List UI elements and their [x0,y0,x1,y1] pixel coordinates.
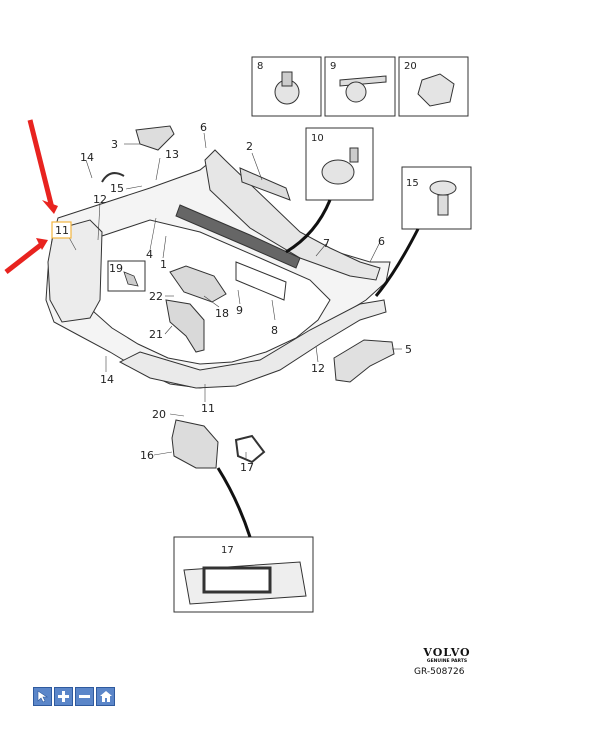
inset-box-10 [305,127,374,201]
upper-cross-member [175,149,381,281]
callout-12-right: 12 [311,362,325,375]
zoom-out-button[interactable] [75,687,94,706]
inset-label-20: 20 [404,61,417,72]
inset-label-9: 9 [330,61,336,72]
inset-label-8: 8 [257,61,263,72]
callout-17: 17 [240,461,254,474]
center-trim-pieces [165,261,287,353]
inset-box-17 [173,536,314,613]
reference-code: GR-508726 [414,667,465,677]
callout-numbers: 3 6 2 14 13 15 12 4 1 19 22 9 18 21 8 7 … [80,121,412,474]
brand-block: VOLVO GENUINE PARTS [416,647,478,665]
callout-11-highlighted: 11 [55,224,69,237]
part-19-box [107,260,146,292]
part-5-bracket [333,339,395,383]
callout-15: 15 [110,182,124,195]
callout-5: 5 [405,343,412,356]
inset-box-numbers: 8 9 20 10 15 17 [221,61,419,556]
callout-11-bottom: 11 [201,402,215,415]
callout-6-right: 6 [378,235,385,248]
volvo-logo: VOLVO [423,646,471,659]
part-17-gasket [234,434,266,464]
diagram-toolbar [33,687,115,706]
part-3 [135,125,175,151]
callout-3: 3 [111,138,118,151]
left-side-panel [47,219,103,323]
red-pointer-arrows [4,119,58,274]
callout-6-top: 6 [200,121,207,134]
callout-12-left: 12 [93,193,107,206]
inset-box-20 [398,56,469,117]
inset-box-8 [251,56,322,117]
callout-18: 18 [215,307,229,320]
inset-label-10: 10 [311,133,324,144]
callout-20: 20 [152,408,166,421]
inset-leader-lines [216,199,420,538]
genuine-parts-label: GENUINE PARTS [426,659,468,664]
pointer-button[interactable] [33,687,52,706]
callout-14-top: 14 [80,151,94,164]
pointer-icon [37,690,48,703]
callout-21: 21 [149,328,163,341]
home-icon [99,691,112,702]
callout-4: 4 [146,248,153,261]
part-14-seal [101,172,125,183]
part-16-housing [171,419,219,469]
callout-7: 7 [323,237,330,250]
zoom-in-button[interactable] [54,687,73,706]
callout-1: 1 [160,258,167,271]
red-arrowhead-up-icon [36,238,48,250]
callout-2: 2 [246,140,253,153]
part-2 [239,167,291,201]
inset-box-15 [401,166,472,230]
red-arrowhead-down-icon [42,200,58,214]
callout-14-bottom: 14 [100,373,114,386]
callout-13: 13 [165,148,179,161]
inset-box-9 [324,56,396,117]
home-button[interactable] [96,687,115,706]
callout-22: 22 [149,290,163,303]
callout-16: 16 [140,449,154,462]
callout-9: 9 [236,304,243,317]
callout-8-main: 8 [271,324,278,337]
callout-19: 19 [109,262,123,275]
highlighted-callout-11: 11 [51,221,72,239]
red-arrow-up-icon [4,242,44,274]
inset-label-17: 17 [221,545,234,556]
zoom-in-icon [58,691,69,702]
red-arrow-down-icon [27,119,55,209]
inset-label-15: 15 [406,178,419,189]
zoom-out-icon [79,695,90,698]
lower-sill [118,299,387,389]
